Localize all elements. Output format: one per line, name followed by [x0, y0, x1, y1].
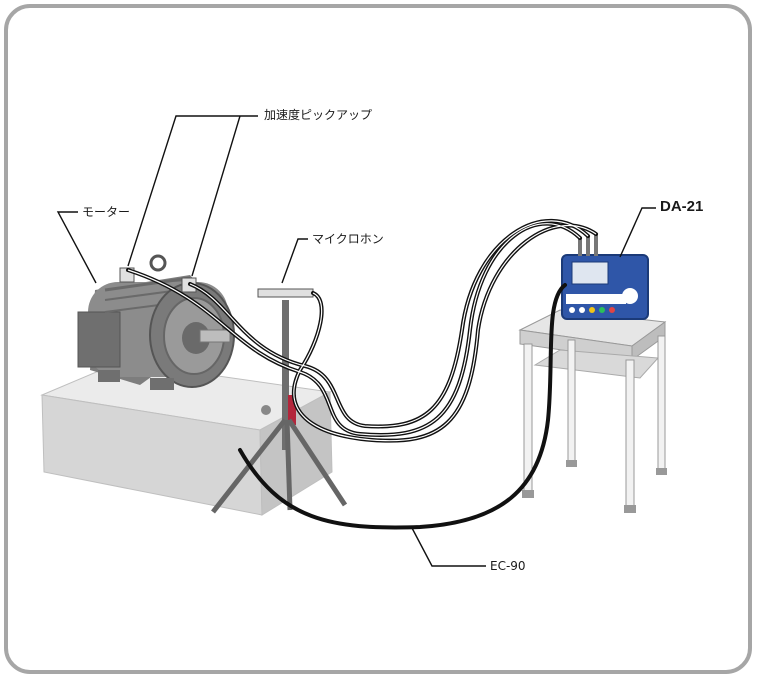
- microphone-label: マイクロホン: [312, 232, 384, 246]
- analyzer-leader: [619, 207, 656, 258]
- analyzer-device: [561, 234, 649, 320]
- cable-leader: [411, 527, 486, 567]
- accelerometer-leader-2: [191, 115, 241, 277]
- diagram-frame: [4, 4, 752, 674]
- cable-label: EC-90: [490, 559, 526, 573]
- analyzer-label: DA-21: [660, 198, 704, 215]
- accelerometer-leader: [127, 115, 258, 267]
- instrument-table: [518, 309, 667, 513]
- microphone-leader: [281, 238, 308, 284]
- motor-label: モーター: [82, 205, 131, 219]
- leader-lines: [56, 115, 656, 567]
- cables-highlight: [127, 220, 597, 442]
- motor-leader: [56, 211, 97, 284]
- motor-illustration: [77, 254, 235, 390]
- accelerometer-label: 加速度ピックアップ: [264, 108, 373, 122]
